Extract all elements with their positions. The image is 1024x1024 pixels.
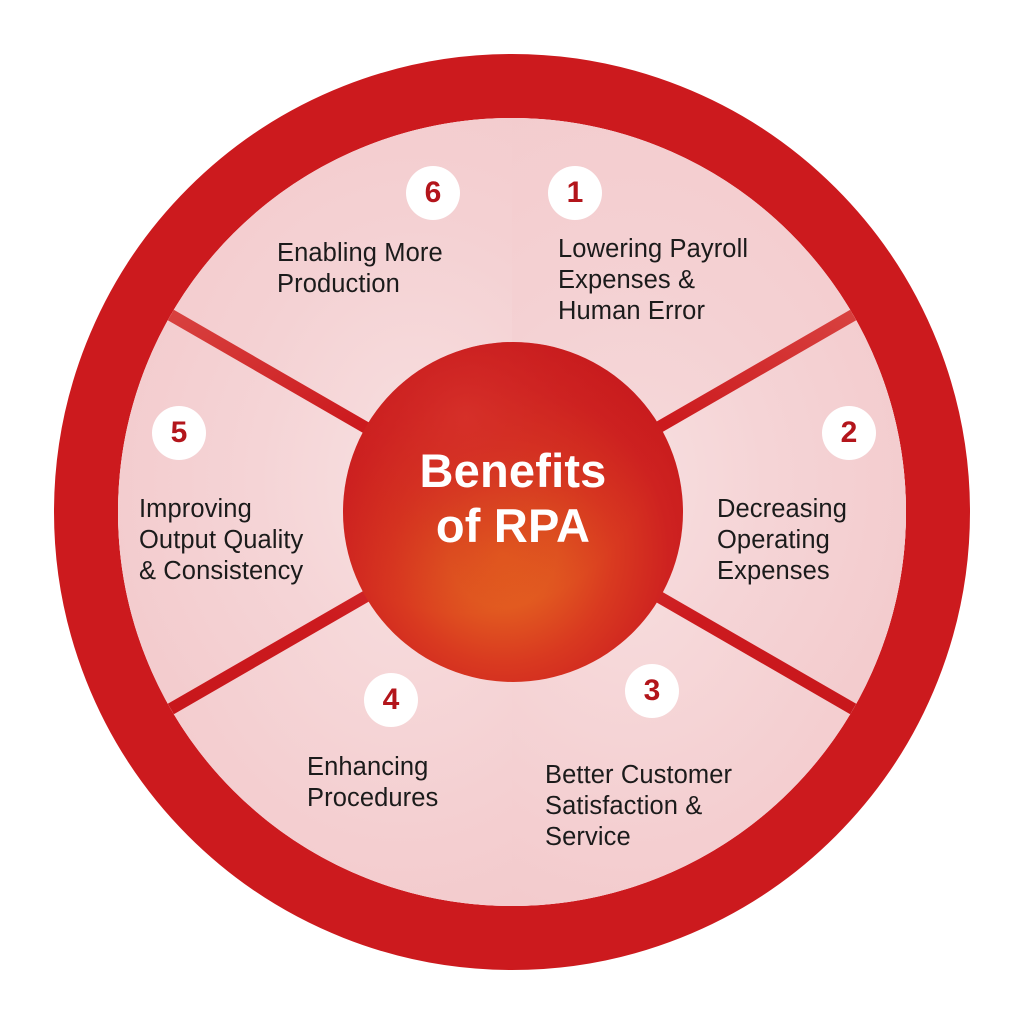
badge-number-5: 5 (170, 416, 188, 449)
badge-number-2: 2 (840, 416, 858, 449)
center-title: Benefits of RPA (419, 444, 607, 552)
badge-circle-4[interactable] (364, 673, 418, 727)
number-badges (152, 166, 876, 727)
badge-number-4: 4 (382, 683, 400, 716)
wedge-2[interactable] (512, 315, 906, 709)
badge-number-6: 6 (424, 176, 442, 209)
badge-circle-2[interactable] (822, 406, 876, 460)
badge-circle-1[interactable] (548, 166, 602, 220)
outer-ring (54, 54, 970, 970)
badge-circle-5[interactable] (152, 406, 206, 460)
badge-circle-3[interactable] (625, 664, 679, 718)
badge-number-3: 3 (643, 674, 661, 707)
center-sphere-highlight (343, 342, 683, 682)
wedge-5[interactable] (118, 315, 513, 709)
badge-circle-6[interactable] (406, 166, 460, 220)
badge-number-1: 1 (566, 176, 584, 209)
